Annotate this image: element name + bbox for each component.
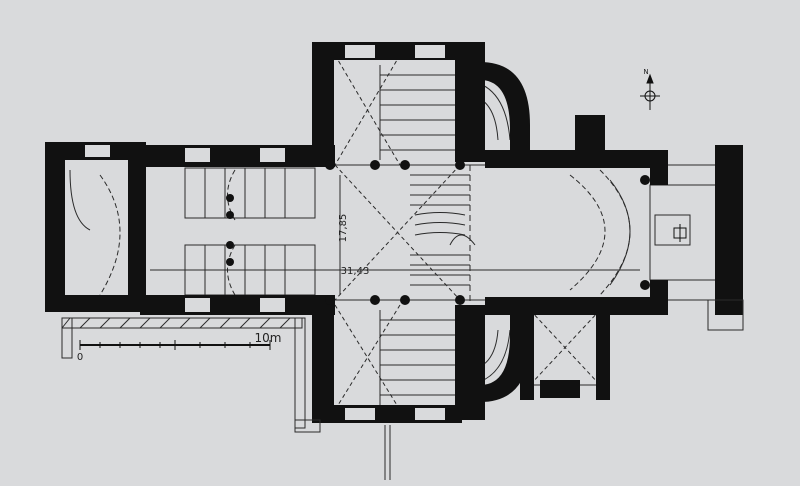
window-openings: [85, 45, 445, 420]
stairs-crossing-east: [410, 174, 476, 286]
scale-bar-end-label: 10m: [255, 331, 282, 345]
scale-bar: 0 10m: [77, 331, 282, 363]
width-dimension-label: 17,85: [338, 214, 349, 243]
foundation-hatch: [61, 299, 744, 480]
stairs-south: [379, 310, 455, 405]
scale-bar-start-label: 0: [77, 352, 83, 363]
north-arrow-label: N: [643, 68, 648, 76]
length-dimension-label: 31,43: [341, 266, 370, 277]
altar-cross-icon: [673, 224, 687, 242]
stairs-north: [379, 65, 455, 160]
scale-bar-ticks: [79, 340, 271, 350]
north-arrow-icon: [640, 73, 660, 110]
